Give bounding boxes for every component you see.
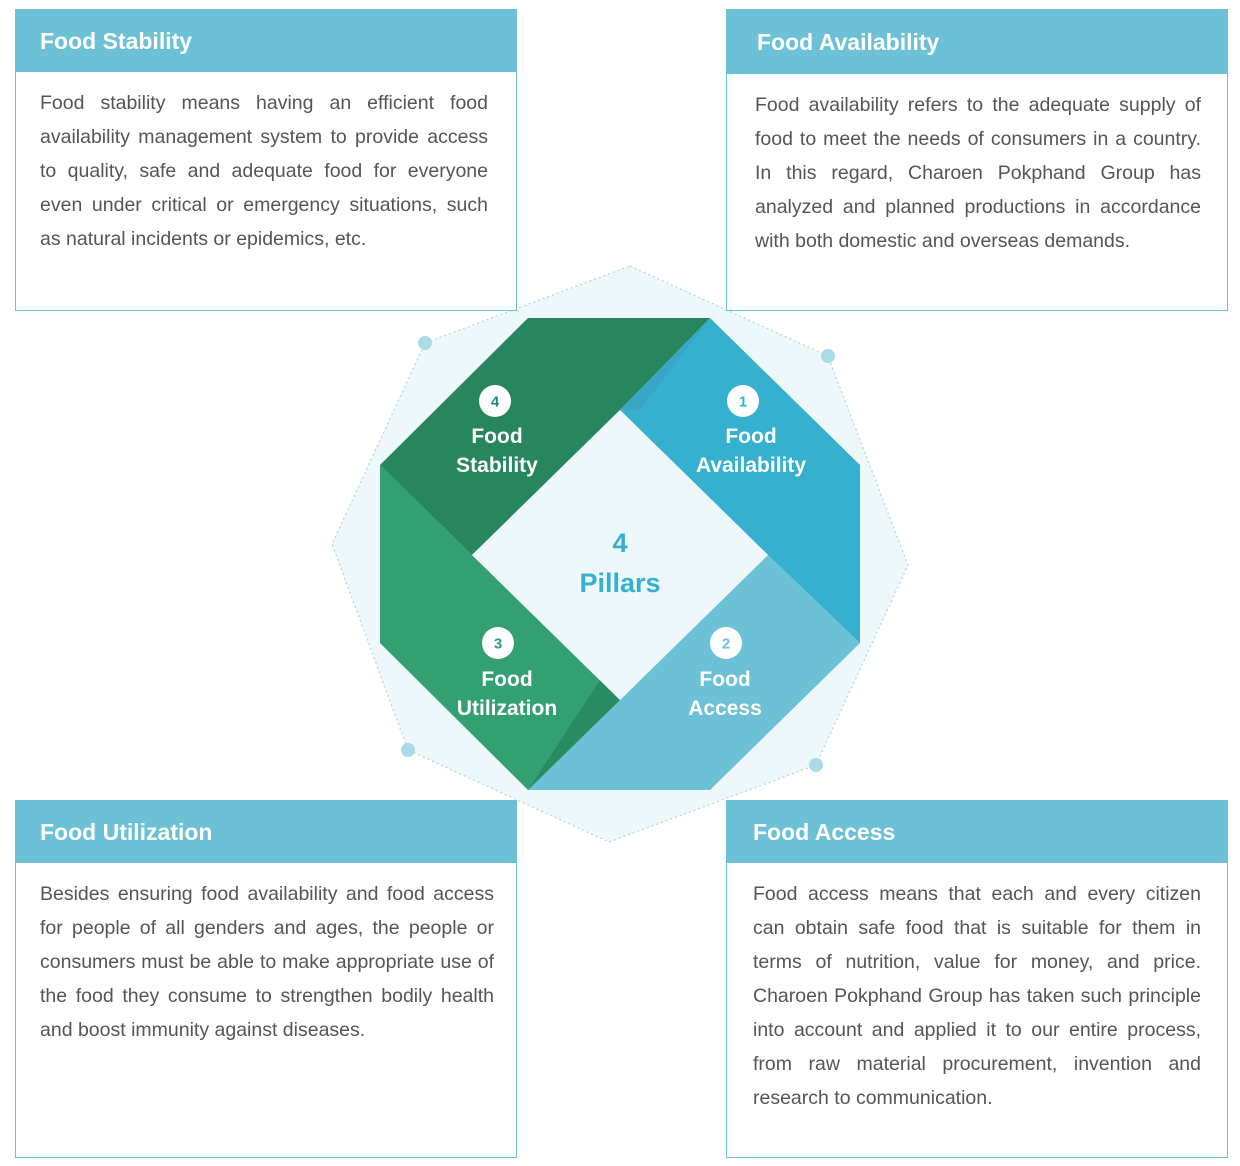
octagon-dot-top-left [418,336,432,350]
octagon-dot-top-right [821,349,835,363]
octagon-dot-bottom-left [401,743,415,757]
pillar-4-label-line1: Food [471,425,522,448]
food-utilization-title: Food Utilization [40,818,213,845]
pillar-2-label-line1: Food [699,668,750,691]
food-stability-title: Food Stability [40,27,193,54]
center-label-number: 4 [612,528,627,558]
food-utilization-description: Besides ensuring food availability and f… [40,883,494,1041]
pillar-4-label-line2: Stability [456,454,538,477]
pillar-3-number: 3 [494,636,502,653]
food-stability-card: Food Stability Food stability means havi… [15,9,517,311]
pillar-3-badge: 3 [482,627,514,659]
food-stability-description: Food stability means having an efficient… [40,92,488,250]
pillar-2-badge: 2 [710,627,742,659]
food-utilization-card-header: Food Utilization [16,801,516,863]
food-availability-description: Food availability refers to the adequate… [755,94,1201,252]
center-diamond [472,410,768,700]
pillar-3-label-line2: Utilization [457,697,557,720]
pillar-1-label-line1: Food [725,425,776,448]
pillar-4-badge: 4 [479,385,511,417]
pillar-2-number: 2 [722,636,730,653]
food-stability-card-header: Food Stability [16,10,516,72]
pillar-1-number: 1 [739,394,747,411]
food-access-description: Food access means that each and every ci… [753,883,1201,1109]
food-availability-card: Food Availability Food availability refe… [726,9,1228,311]
octagon-dot-bottom-right [809,758,823,772]
pillar-3-label-line1: Food [481,668,532,691]
pillar-1-label-line2: Availability [696,454,806,477]
center-label-text: Pillars [579,568,660,598]
food-availability-title: Food Availability [757,28,940,55]
pillar-4-number: 4 [491,394,500,411]
pillar-access-band [528,555,860,790]
pillar-1-badge: 1 [727,385,759,417]
food-availability-card-header: Food Availability [727,10,1227,74]
food-access-card-header: Food Access [727,801,1227,863]
food-access-title: Food Access [753,818,896,845]
pillar-2-label-line2: Access [688,697,762,720]
food-access-card: Food Access Food access means that each … [726,800,1228,1158]
food-utilization-card: Food Utilization Besides ensuring food a… [15,800,517,1158]
